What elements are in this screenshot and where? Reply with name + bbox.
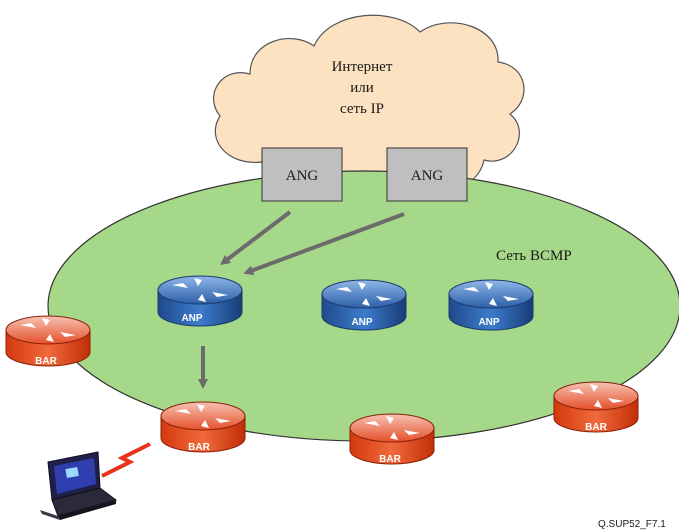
internet-cloud: Интернет или сеть IP — [213, 14, 525, 195]
gateway-label: ANG — [411, 168, 444, 184]
wireless-link-icon — [101, 442, 151, 478]
cloud-label-line-3: сеть IP — [340, 101, 384, 117]
figure-id: Q.SUP52_F7.1 — [598, 519, 666, 530]
network-label: Сеть BCMP — [496, 248, 572, 264]
arrow-ang2-to-anp — [243, 212, 405, 275]
arrow-ang1-to-anp — [220, 210, 292, 266]
gateway-label: ANG — [286, 168, 319, 184]
anp-label: ANP — [478, 317, 499, 328]
bar-label: BAR — [188, 442, 210, 453]
bar-label: BAR — [379, 454, 401, 465]
anp-router-1: ANP — [157, 275, 243, 327]
gateway-ang-2: ANG — [386, 147, 468, 202]
anp-router-3: ANP — [448, 279, 534, 331]
bar-router-2: BAR — [160, 401, 246, 453]
bar-router-4: BAR — [553, 381, 639, 433]
anp-label: ANP — [351, 317, 372, 328]
bar-label: BAR — [585, 422, 607, 433]
bar-router-3: BAR — [349, 413, 435, 465]
bar-label: BAR — [35, 356, 57, 367]
cloud-label-line-2: или — [350, 80, 374, 96]
gateway-ang-1: ANG — [261, 147, 343, 202]
bar-router-1: BAR — [5, 315, 91, 367]
cloud-label-line-1: Интернет — [332, 59, 393, 75]
laptop-icon — [40, 451, 118, 520]
anp-label: ANP — [181, 313, 202, 324]
anp-router-2: ANP — [321, 279, 407, 331]
